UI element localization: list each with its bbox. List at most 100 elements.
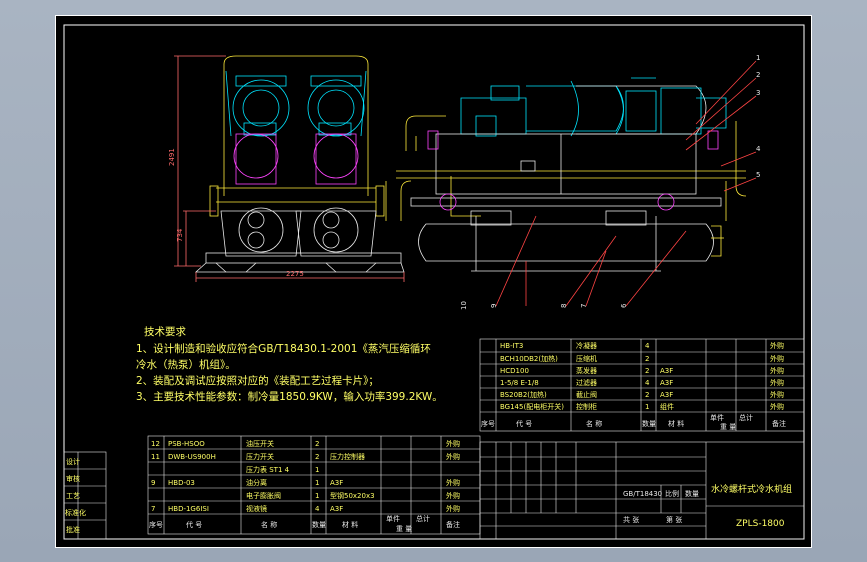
cad-drawing: 2491 734 2275 [63, 24, 805, 540]
strip-process: 工艺 [66, 492, 80, 500]
bom-lower [147, 435, 481, 535]
product-title: 水冷螺杆式冷水机组 [711, 483, 792, 495]
bom-u-qty-0: 4 [645, 342, 650, 350]
bom-u-h-name: 名 称 [586, 419, 602, 428]
bom-u-wt-3: 外购 [770, 378, 784, 387]
bom-u-name-5: 控制柜 [576, 402, 597, 411]
tech-line-2: 冷水（热泵）机组》。 [136, 358, 236, 371]
balloon-2: 2 [756, 71, 760, 79]
strip-approve: 批准 [66, 525, 80, 534]
balloon-10: 10 [460, 301, 468, 310]
left-strip-text: 设计 审核 工艺 标准化 批准 [65, 457, 86, 534]
bom-u-code-0: HB-IT3 [500, 342, 523, 350]
tech-heading: 技术要求 [144, 325, 186, 338]
bom-l-h-mat: 材 料 [342, 520, 358, 529]
bom-l-code-3: HBD-03 [168, 479, 195, 487]
bom-l-no-3: 9 [151, 479, 155, 487]
left-strip [63, 451, 107, 540]
balloon-9: 9 [490, 304, 498, 308]
bom-l-code-0: PSB-HSOO [168, 440, 205, 448]
bom-l-wt-4: 外购 [446, 491, 460, 500]
bom-l-mat-4: 型钢50x20x3 [330, 491, 375, 500]
bom-l-h-no: 序号 [149, 520, 163, 529]
tech-requirements: 技术要求 1、设计制造和验收应符合GB/T18430.1-2001《蒸汽压缩循环… [136, 325, 443, 403]
balloon-8: 8 [560, 304, 568, 308]
bom-u-wt-5: 外购 [770, 402, 784, 411]
bom-u-h-no: 序号 [481, 419, 495, 428]
bom-u-name-4: 截止阀 [576, 390, 597, 399]
bom-u-h-single: 单件 [710, 413, 724, 422]
bom-l-wt-5: 外购 [446, 504, 460, 513]
end-view [174, 55, 405, 282]
bom-u-wt-2: 外购 [770, 366, 784, 375]
balloon-1: 1 [756, 54, 760, 62]
bom-u-qty-4: 2 [645, 391, 649, 399]
bom-u-name-0: 冷凝器 [576, 341, 597, 350]
balloon-6: 6 [620, 303, 628, 308]
bom-l-mat-5: A3F [330, 505, 343, 513]
bom-l-no-5: 7 [151, 505, 155, 513]
balloon-5: 5 [756, 171, 760, 179]
bom-u-mat-5: 组件 [660, 402, 674, 411]
bom-u-h-qty: 数量 [642, 419, 656, 428]
side-view [385, 60, 757, 307]
model-number: ZPLS-1800 [736, 519, 785, 529]
bom-l-name-1: 压力开关 [246, 452, 274, 461]
sheet-label: 共 张 [623, 515, 639, 524]
dim-height: 2491 [168, 148, 176, 166]
bom-l-no-1: 11 [151, 453, 160, 461]
bom-l-no-0: 12 [151, 440, 160, 448]
bom-l-qty-1: 2 [315, 453, 319, 461]
standard-label: GB/T18430 [623, 490, 662, 498]
bom-l-name-2: 压力表 ST1 4 [246, 465, 290, 474]
bom-l-h-single: 单件 [386, 514, 400, 523]
bom-u-qty-3: 4 [645, 379, 650, 387]
tech-line-4: 3、主要技术性能参数：制冷量1850.9KW，输入功率399.2KW。 [136, 390, 443, 403]
bom-u-code-4: BS20B2(加热) [500, 390, 547, 399]
tech-line-3: 2、装配及调试应按照对应的《装配工艺过程卡片》； [136, 374, 379, 387]
bom-l-name-3: 油分离 [246, 478, 267, 487]
bom-l-wt-3: 外购 [446, 478, 460, 487]
bom-u-mat-4: A3F [660, 391, 673, 399]
title-block-text: 水冷螺杆式冷水机组 ZPLS-1800 GB/T18430 比例 数量 共 张 … [623, 483, 792, 529]
sheet-number: 第 张 [666, 515, 682, 524]
scale-label: 比例 [665, 489, 679, 498]
part-balloons: 1 2 3 4 5 10 9 8 7 6 [460, 54, 761, 310]
bom-u-wt-1: 外购 [770, 354, 784, 363]
bom-l-code-5: HBD-1G6ISI [168, 505, 209, 513]
bom-u-h-total: 总计 [739, 413, 753, 422]
bom-l-code-1: DWB-US900H [168, 453, 216, 461]
bom-u-qty-1: 2 [645, 355, 649, 363]
bom-u-code-3: 1-5/8 E-1/8 [500, 379, 539, 387]
bom-upper [479, 338, 805, 432]
bom-l-qty-3: 1 [315, 479, 319, 487]
balloon-7: 7 [580, 304, 588, 308]
bom-l-wt-1: 外购 [446, 452, 460, 461]
bom-u-name-2: 蒸发器 [576, 366, 597, 375]
dim-width: 2275 [286, 270, 304, 278]
bom-l-h-qty: 数量 [312, 520, 326, 529]
strip-review: 审核 [66, 474, 80, 483]
dim-base: 734 [176, 228, 184, 242]
bom-l-name-0: 油压开关 [246, 439, 274, 448]
bom-l-h-name: 名 称 [261, 520, 277, 529]
bom-u-mat-2: A3F [660, 367, 673, 375]
bom-l-qty-2: 1 [315, 466, 319, 474]
strip-standard: 标准化 [65, 508, 86, 517]
drawing-sheet: 2491 734 2275 [55, 15, 812, 548]
bom-l-name-5: 视液镜 [246, 504, 267, 513]
bom-u-code-5: BG145(配电柜开关) [500, 402, 564, 411]
bom-l-name-4: 电子膨胀阀 [246, 491, 281, 500]
bom-u-name-1: 压缩机 [576, 354, 597, 363]
bom-u-name-3: 过滤器 [576, 378, 597, 387]
bom-u-h-mat: 材 料 [668, 419, 684, 428]
tech-line-1: 1、设计制造和验收应符合GB/T18430.1-2001《蒸汽压缩循环 [136, 342, 431, 355]
bom-l-qty-4: 1 [315, 492, 319, 500]
bom-upper-text: HB-IT3 冷凝器 4 外购 BCH10DB2(加热) 压缩机 2 外购 HC… [481, 341, 786, 431]
balloon-4: 4 [756, 145, 761, 153]
balloon-3: 3 [756, 89, 760, 97]
bom-l-h-total: 总计 [416, 514, 430, 523]
bom-l-mat-3: A3F [330, 479, 343, 487]
bom-u-code-2: HCD100 [500, 367, 529, 375]
qty-label: 数量 [685, 489, 699, 498]
